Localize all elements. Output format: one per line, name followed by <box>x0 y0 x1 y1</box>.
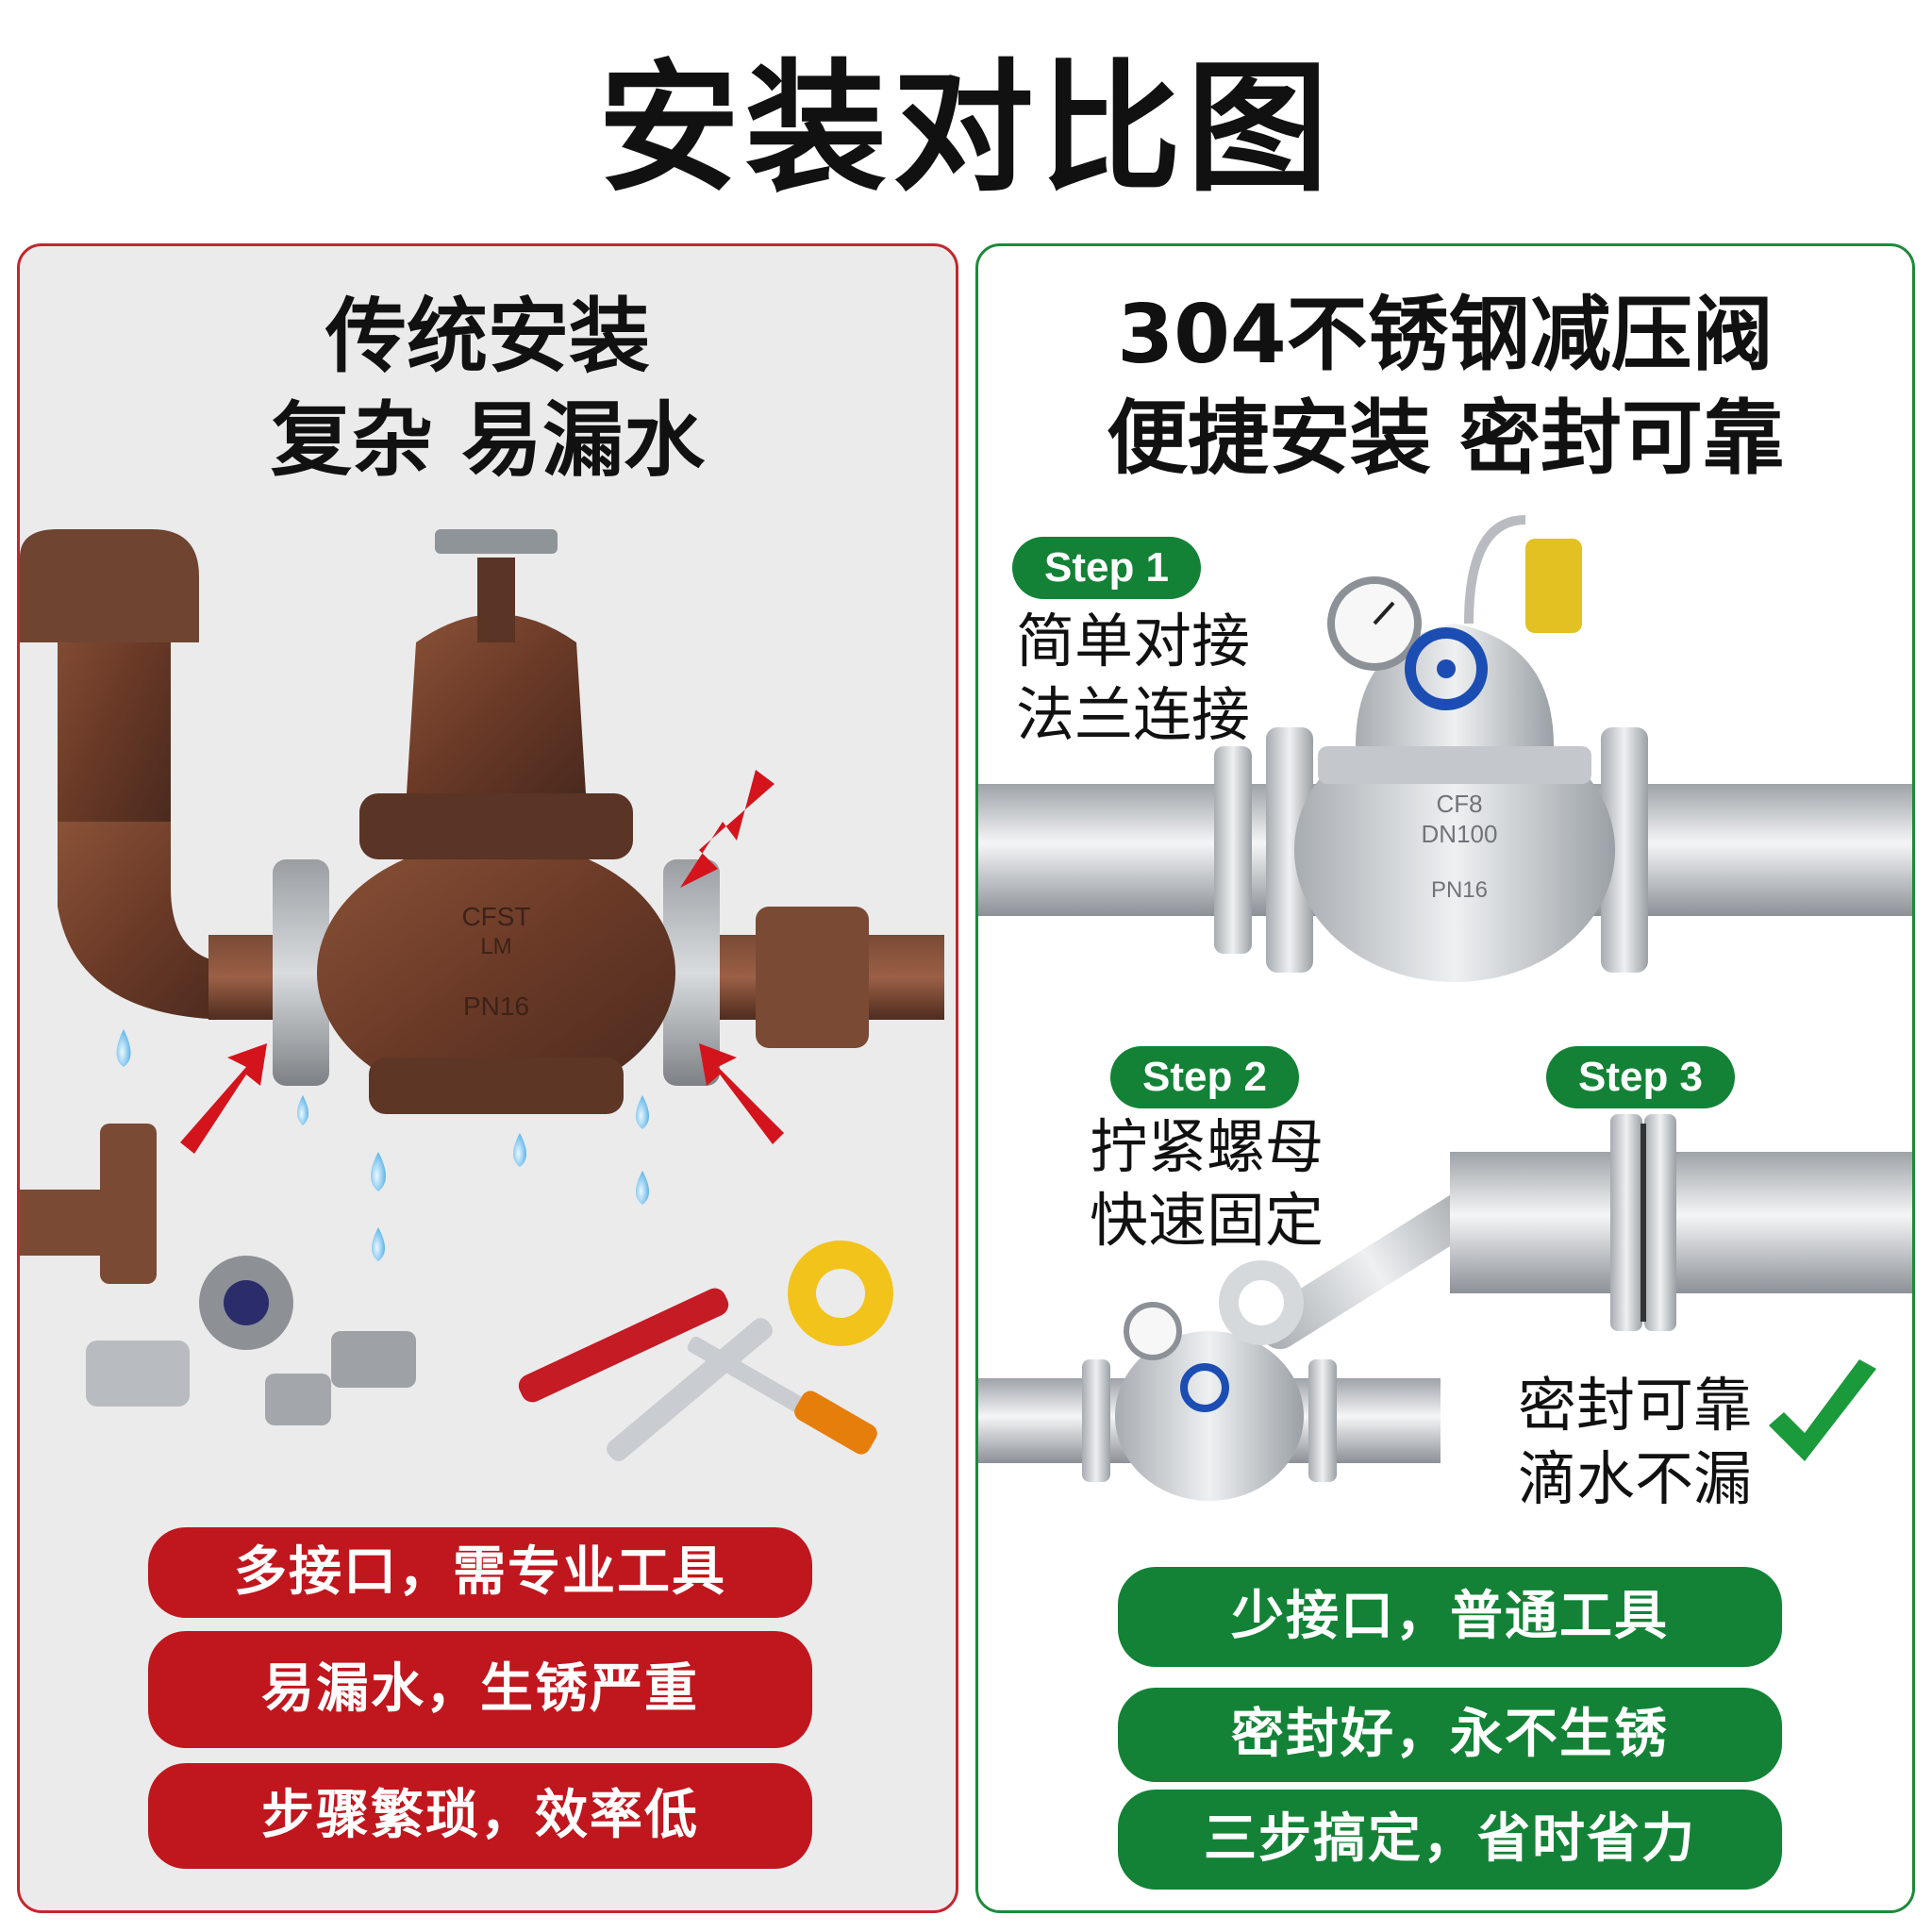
valve-marking-2: LM <box>480 934 511 959</box>
rusty-tee-fitting <box>756 907 869 1048</box>
pressure-gauge-icon <box>1124 1302 1182 1360</box>
step-2-line2: 快速固定 <box>1090 1186 1324 1255</box>
step-3-badge: Step 3 <box>1546 1046 1735 1108</box>
step-1-line2: 法兰连接 <box>1016 680 1251 749</box>
sealed-flange-left <box>1610 1114 1642 1331</box>
page-title: 安装对比图 <box>597 47 1334 211</box>
valve-marking-3: PN16 <box>463 991 529 1021</box>
flange-right <box>1601 727 1648 973</box>
handwheel-icon <box>1405 627 1488 710</box>
stainless-valve-illustration: CF8 DN100 PN16 <box>978 515 1912 1501</box>
threaded-nipple <box>86 1341 190 1407</box>
step-2-badge: Step 2 <box>1110 1046 1299 1108</box>
small-bushing <box>265 1374 331 1425</box>
valve-stem <box>477 558 515 642</box>
pressure-gauge-icon <box>1327 576 1422 671</box>
valve-handle <box>435 529 558 554</box>
step-2-line1: 拧紧螺母 <box>1090 1112 1324 1181</box>
valve-marking-3: PN16 <box>1431 877 1488 903</box>
steel-pipe-step3 <box>1450 1152 1912 1293</box>
right-point-3: 三步搞定，省时省力 <box>1118 1790 1782 1890</box>
left-point-1: 多接口，需专业工具 <box>148 1527 812 1618</box>
small-valve-body <box>1115 1331 1304 1501</box>
rusty-elbow-top <box>20 529 199 642</box>
pilot-valve <box>1525 539 1582 633</box>
elbow-fitting <box>331 1331 416 1388</box>
valve-marking-1: CF8 <box>1436 790 1482 818</box>
step-1-line1: 简单对接 <box>1016 607 1251 675</box>
pilot-tube <box>1464 515 1526 625</box>
valve-marking-2: DN100 <box>1422 820 1498 848</box>
red-arrow-icon <box>180 1043 267 1154</box>
check-icon <box>1769 1359 1876 1461</box>
rusty-elbow-bottom <box>58 822 237 1020</box>
rusty-tee-branch <box>100 1124 157 1284</box>
rusty-valve-illustration: CFST LM PN16 <box>20 529 944 1461</box>
water-drop-icon <box>116 1029 649 1261</box>
red-arrow-icon <box>680 770 774 888</box>
left-point-3: 步骤繁琐，效率低 <box>148 1763 812 1869</box>
right-heading-line2: 便捷安装 密封可靠 <box>1107 391 1784 486</box>
left-heading-line2: 复杂 易漏水 <box>271 393 705 488</box>
right-heading-line1: 304不锈钢减压阀 <box>1117 288 1774 382</box>
right-point-2: 密封好，永不生锈 <box>1118 1688 1782 1782</box>
screwdriver-icon <box>687 1336 877 1455</box>
rusty-valve-body <box>317 841 675 1105</box>
left-point-2: 易漏水，生锈严重 <box>148 1631 812 1748</box>
red-arrow-icon <box>699 1043 784 1144</box>
left-heading-line1: 传统安装 <box>325 290 650 384</box>
valve-bonnet-flange <box>359 793 633 859</box>
step-1-badge: Step 1 <box>1012 537 1201 599</box>
sealed-flange-right <box>1644 1114 1676 1331</box>
wrench-icon <box>1219 1186 1491 1350</box>
left-flange <box>273 859 329 1086</box>
valve-bottom-flange <box>369 1058 624 1114</box>
flange-left-outer <box>1214 746 1252 954</box>
valve-bonnet <box>407 614 586 793</box>
wrench-icon <box>518 1288 773 1461</box>
valve-marking-1: CFST <box>461 902 530 931</box>
step-3-line2: 滴水不漏 <box>1518 1444 1753 1513</box>
handwheel-icon <box>1180 1363 1229 1412</box>
tape-roll-icon <box>788 1241 893 1346</box>
flange-left-inner <box>1266 727 1313 973</box>
traditional-install-panel: 传统安装 复杂 易漏水 <box>17 243 958 1913</box>
step-3-line1: 密封可靠 <box>1518 1371 1753 1440</box>
stainless-valve-panel: 304不锈钢减压阀 便捷安装 密封可靠 CF8 DN100 PN16 <box>975 243 1915 1913</box>
right-flange <box>663 859 720 1086</box>
right-point-1: 少接口，普通工具 <box>1118 1567 1782 1667</box>
